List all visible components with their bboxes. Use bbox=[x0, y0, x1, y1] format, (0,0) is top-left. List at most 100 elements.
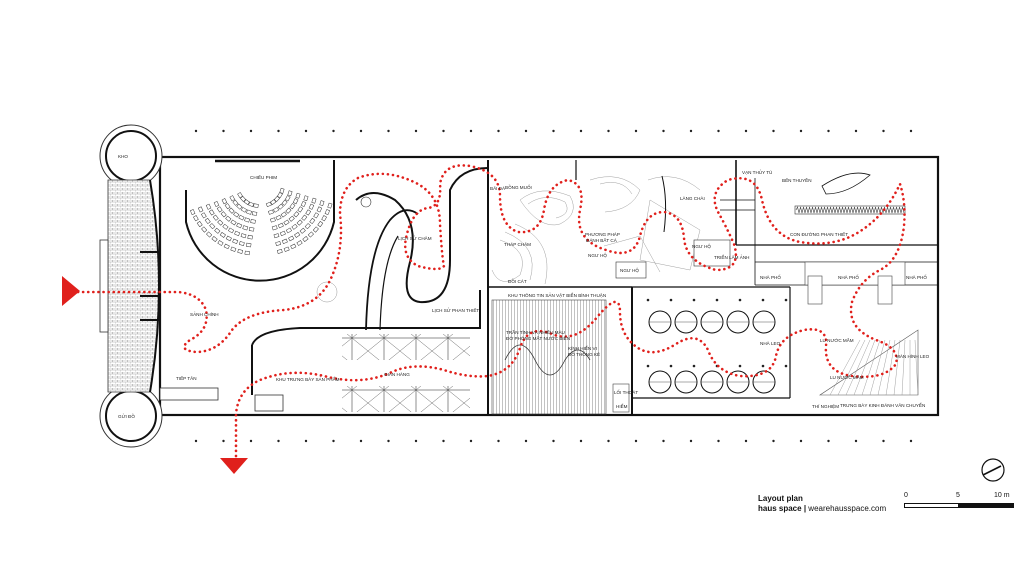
jar-column-dot bbox=[669, 298, 673, 302]
column-dot bbox=[772, 439, 775, 443]
cinema-seat bbox=[238, 214, 245, 221]
cinema-seat bbox=[211, 236, 218, 242]
column-dot bbox=[827, 439, 830, 443]
cinema-seat bbox=[281, 238, 288, 244]
brand-name: haus space bbox=[758, 504, 802, 513]
cinema-seat bbox=[240, 233, 247, 239]
cinema-seat bbox=[237, 248, 244, 254]
cinema-seat bbox=[280, 211, 287, 218]
label-doi-cat: ĐỒI CÁT bbox=[508, 278, 527, 284]
cinema-seat bbox=[287, 190, 293, 197]
column-dot bbox=[332, 439, 335, 443]
label-trien-lam-anh: TRIỂN LÃM ẢNH bbox=[714, 254, 749, 260]
cinema-seat bbox=[213, 200, 220, 207]
cinema-seat bbox=[300, 200, 307, 207]
cinema-seat bbox=[204, 217, 211, 225]
column-dot bbox=[442, 129, 445, 133]
cinema-seat bbox=[232, 238, 239, 244]
brand-separator: | bbox=[803, 504, 807, 513]
column-dot bbox=[717, 129, 720, 133]
interior-walls bbox=[185, 159, 938, 415]
plan-subtitle: haus space | wearehausspace.com bbox=[758, 504, 886, 514]
cinema-seat bbox=[290, 243, 297, 250]
cinema-seat bbox=[228, 207, 235, 214]
cinema-seat bbox=[234, 230, 241, 237]
jar-column-dot bbox=[669, 364, 673, 368]
building-envelope bbox=[99, 124, 940, 448]
label-bong-muoi: BỒNG MUỐI bbox=[505, 184, 532, 190]
cinema-seat bbox=[277, 222, 284, 229]
column-dot bbox=[744, 439, 748, 443]
jar-column-dot bbox=[715, 298, 719, 302]
label-man-hinh-leo: MÀN HÌNH LEO bbox=[896, 353, 930, 359]
jar-column-dot bbox=[646, 364, 650, 368]
cinema-seat bbox=[196, 220, 203, 228]
scale-label-10: 10 m bbox=[994, 492, 1010, 499]
cinema-seat bbox=[220, 211, 227, 218]
cinema-seat bbox=[316, 206, 323, 213]
column-dot bbox=[222, 439, 225, 443]
reception-furniture bbox=[159, 196, 591, 412]
cinema-seat bbox=[245, 242, 252, 248]
cinema-seat bbox=[301, 214, 308, 221]
jar-column-dot bbox=[715, 364, 719, 368]
column-dot bbox=[249, 129, 253, 133]
cinema-seat bbox=[233, 211, 240, 218]
cinema-seat bbox=[222, 223, 229, 230]
cinema-seat bbox=[277, 203, 284, 210]
cinema-seat bbox=[276, 248, 283, 254]
column-dot bbox=[469, 439, 473, 443]
label-ngu-ho-1: NGƯ HỘ bbox=[588, 252, 607, 258]
cinema-seat bbox=[250, 219, 256, 224]
column-dot bbox=[717, 439, 720, 443]
column-dot bbox=[277, 129, 280, 133]
label-hiem: HIỂM bbox=[616, 403, 628, 409]
cinema-seat bbox=[225, 215, 232, 222]
cinema-seat bbox=[236, 222, 243, 229]
column-dot bbox=[414, 129, 418, 133]
cinema-seat bbox=[193, 215, 199, 222]
cinema-seat bbox=[302, 236, 309, 242]
cinema-seat bbox=[283, 219, 290, 226]
jar-column-dot bbox=[761, 298, 765, 302]
cinema-seat bbox=[289, 203, 296, 210]
jar-column-dot bbox=[738, 364, 742, 368]
cinema-seating bbox=[189, 187, 333, 256]
cinema-seat bbox=[225, 235, 232, 242]
label-lu-nuoc-mam-2: LU NƯỚC MẮM bbox=[830, 373, 864, 380]
label-trung-bay-kinh: TRƯNG BÀY KINH ĐÁNH VÂN CHUYỂN bbox=[840, 402, 925, 408]
cinema-seat bbox=[299, 227, 306, 234]
column-dot bbox=[799, 129, 803, 133]
cinema-seat bbox=[240, 206, 247, 213]
cinema-seat bbox=[296, 219, 303, 226]
jar-column-dot bbox=[784, 364, 788, 368]
column-dot bbox=[579, 129, 583, 133]
cinema-seat bbox=[319, 200, 325, 207]
column-dot bbox=[662, 129, 665, 133]
cinema-seat bbox=[230, 246, 237, 252]
column-dot bbox=[882, 439, 885, 443]
label-nha-pho-3: NHÀ PHỐ bbox=[906, 274, 927, 280]
column-dot bbox=[359, 439, 363, 443]
column-dot bbox=[607, 129, 610, 133]
jar-column-dot bbox=[784, 298, 788, 302]
label-lang-chai: LÀNG CHÀI bbox=[680, 195, 705, 201]
column-dot bbox=[469, 129, 473, 133]
cinema-seat bbox=[268, 209, 274, 215]
label-thi-nghiem: THÍ NGHIỆM bbox=[812, 402, 839, 409]
cinema-seat bbox=[201, 226, 208, 233]
cinema-seat bbox=[206, 231, 213, 238]
plan-title: Layout plan bbox=[758, 494, 803, 503]
column-dots-top bbox=[194, 129, 913, 133]
label-tiep-tan: TIẾP TÂN bbox=[176, 375, 197, 381]
cinema-seat bbox=[317, 220, 324, 228]
cinema-seat bbox=[305, 209, 312, 216]
cinema-seat bbox=[244, 250, 250, 256]
column-dot bbox=[414, 439, 418, 443]
column-dots-bottom bbox=[194, 439, 913, 443]
label-con-duong-phan-thiet: CON ĐƯỜNG PHAN THIẾT bbox=[790, 231, 848, 237]
cinema-seat bbox=[212, 214, 219, 221]
column-dot bbox=[359, 129, 363, 133]
label-van-thuy-tu: VẠN THỦY TÚ bbox=[742, 169, 772, 175]
